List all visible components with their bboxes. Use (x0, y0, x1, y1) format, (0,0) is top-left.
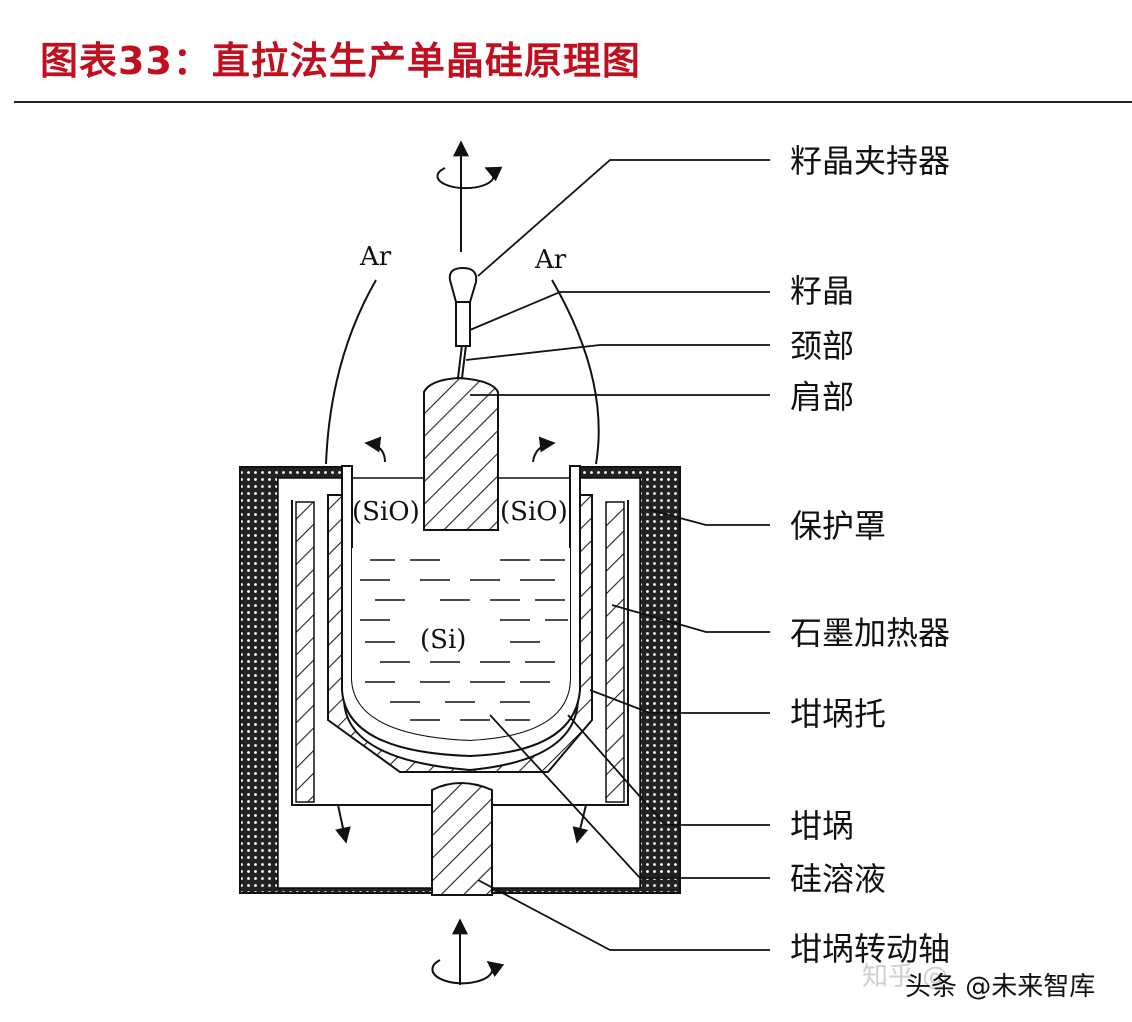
shaft-rotation-indicator (431, 918, 505, 985)
page-title: 图表33：直拉法生产单晶硅原理图 (40, 39, 641, 83)
label-susceptor: 坩埚托 (790, 695, 886, 733)
label-seed-holder: 籽晶夹持器 (790, 142, 950, 180)
sio-label-right: (SiO) (500, 497, 568, 527)
title-rule (14, 101, 1132, 103)
label-shaft: 坩埚转动轴 (790, 930, 950, 968)
argon-label-left: Ar (359, 242, 392, 272)
label-crucible: 坩埚 (790, 807, 854, 845)
label-heater: 石墨加热器 (790, 614, 950, 652)
sio-label-left: (SiO) (352, 497, 420, 527)
si-label: (Si) (420, 625, 466, 655)
seed-holder (448, 266, 478, 347)
label-shield: 保护罩 (790, 507, 886, 545)
watermark-zhihu: 知乎 @ (862, 962, 948, 992)
label-shoulder: 肩部 (790, 378, 854, 416)
silicon-melt (352, 534, 570, 740)
pull-rotation-indicator (436, 140, 503, 252)
argon-label-right: Ar (534, 245, 567, 275)
label-neck: 颈部 (790, 327, 854, 365)
crucible-rotation-shaft (431, 782, 493, 896)
argon-flow (325, 279, 600, 844)
graphite-heater (291, 500, 629, 806)
leader-lines (465, 159, 770, 951)
crystal-ingot (423, 344, 499, 531)
label-seed: 籽晶 (790, 272, 854, 310)
watermark-source: 头条 @未来智库 (905, 972, 1095, 1002)
label-melt: 硅溶液 (790, 860, 886, 898)
